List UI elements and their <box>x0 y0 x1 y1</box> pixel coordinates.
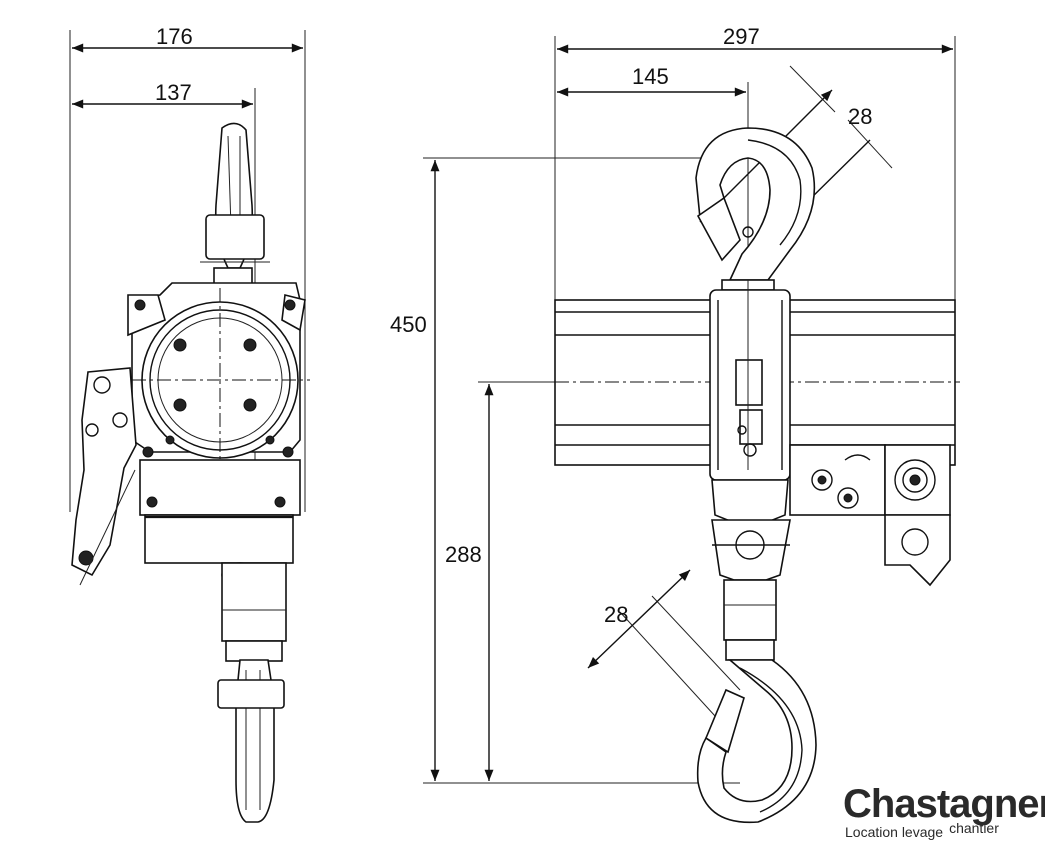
front-control-box <box>789 444 886 516</box>
front-bottom-hook <box>696 659 817 824</box>
logo-tagline-2: chantier <box>949 820 999 836</box>
side-air-inlet <box>71 367 137 577</box>
front-air-fitting <box>884 514 951 587</box>
front-view: 297 145 450 288 28 28 <box>390 24 960 824</box>
dim-145-label: 145 <box>632 64 669 89</box>
side-lower-body <box>139 459 301 516</box>
dim-288-label: 288 <box>445 542 482 567</box>
dim-176-label: 176 <box>156 24 193 49</box>
front-top-hook <box>695 127 816 281</box>
dim-137-label: 137 <box>155 80 192 105</box>
side-bolts <box>134 299 296 458</box>
dim-297-label: 297 <box>723 24 760 49</box>
dim-450-label: 450 <box>390 312 427 337</box>
dim-28-bottom-label: 28 <box>604 602 628 627</box>
logo-name: Chastagner <box>843 782 1045 826</box>
front-lower-swivel <box>711 479 789 526</box>
dim-28-top-label: 28 <box>848 104 872 129</box>
side-view: 176 137 <box>69 24 310 823</box>
dim-line-28-bottom <box>587 569 691 669</box>
